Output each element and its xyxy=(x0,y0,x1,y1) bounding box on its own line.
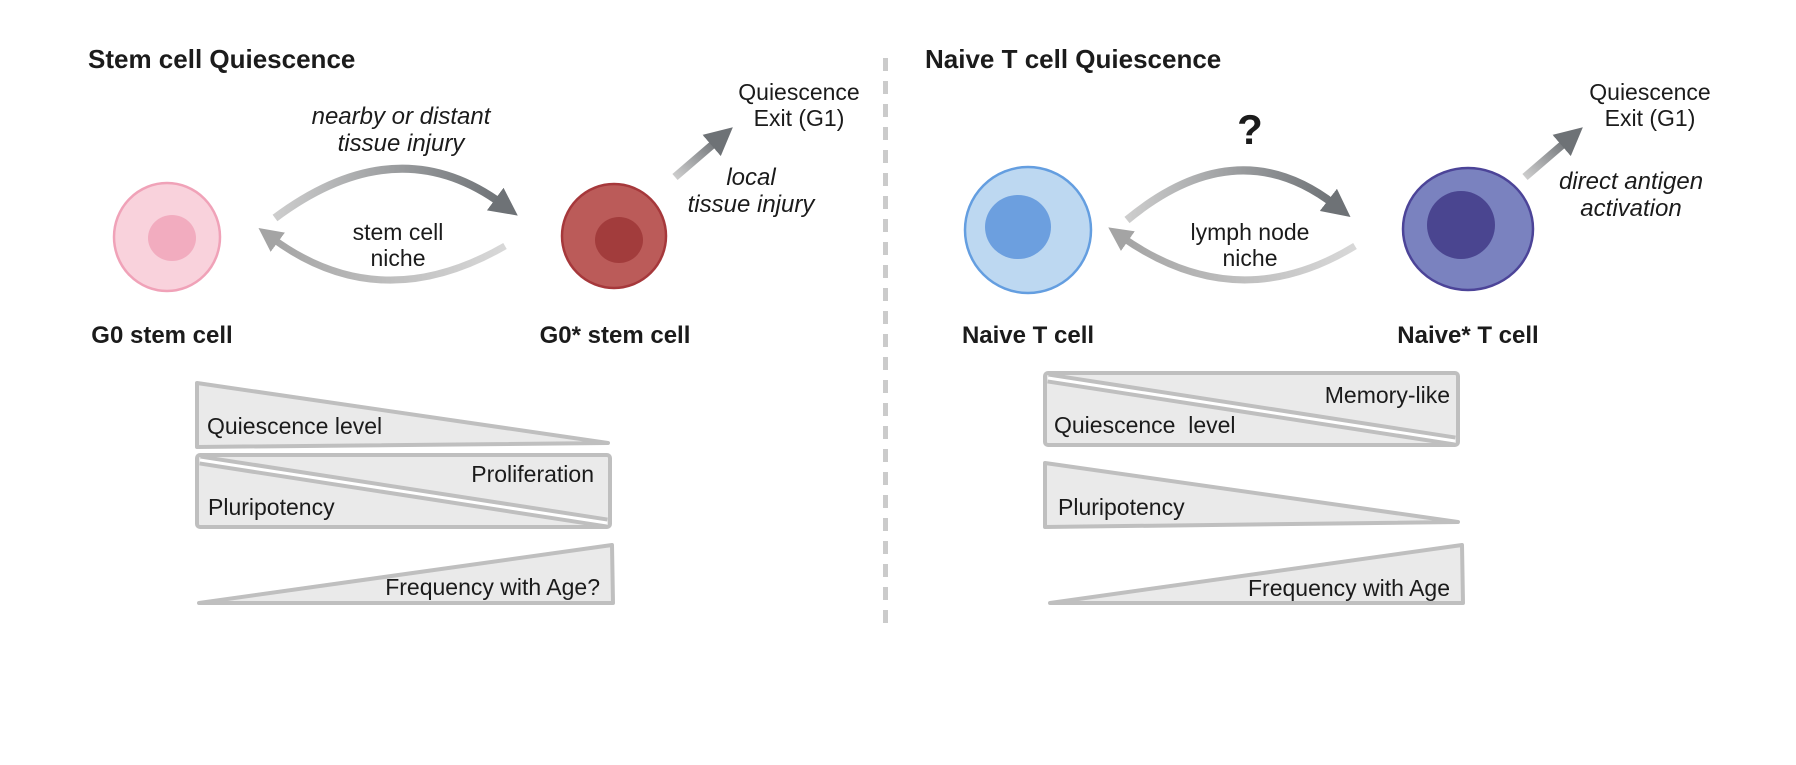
g0-stem-cell-nucleus xyxy=(148,215,196,261)
naive-forward-arrow-question-label: ? xyxy=(1237,106,1263,153)
naive-memory-like-label: Memory-like xyxy=(1324,382,1450,408)
stem-niche-label-line1: stem cell xyxy=(352,219,444,245)
g0star-stem-cell-label: G0* stem cell xyxy=(539,322,691,349)
naive-exit-trigger-line1: direct antigen xyxy=(1558,168,1704,195)
naive-t-cell-nucleus xyxy=(985,195,1051,259)
stem-quiescence-level-label: Quiescence level xyxy=(207,413,383,439)
stem-forward-label-line1: nearby or distant xyxy=(311,103,491,130)
naivestar-t-cell-label: Naive* T cell xyxy=(1397,322,1539,349)
stem-box-diagonal-gap xyxy=(199,458,608,525)
naive-niche-label-line1: lymph node xyxy=(1190,219,1310,245)
naive-exit-trigger-label: direct antigen activation xyxy=(1559,168,1703,223)
stem-forward-arrow-label: nearby or distant tissue injury xyxy=(312,103,491,158)
stem-exit-trigger-line2: tissue injury xyxy=(687,191,815,219)
naive-quiescence-exit-label: Quiescence Exit (G1) xyxy=(1589,79,1710,131)
naive-exit-arrow xyxy=(1522,127,1583,181)
stem-quiescence-exit-label: Quiescence Exit (G1) xyxy=(738,79,859,131)
naive-exit-label-line2: Exit (G1) xyxy=(1604,105,1696,132)
stem-pluripotency-label: Pluripotency xyxy=(208,494,335,520)
stem-forward-arrow xyxy=(272,164,518,222)
stem-quiescence-level-wedge xyxy=(195,381,610,449)
g0star-stem-cell-nucleus xyxy=(595,217,643,263)
stem-frequency-label: Frequency with Age? xyxy=(385,574,600,600)
naive-frequency-label: Frequency with Age xyxy=(1247,575,1450,601)
naive-t-cell-label: Naive T cell xyxy=(961,322,1095,349)
stem-return-arrow xyxy=(258,228,507,284)
naive-exit-trigger-line2: activation xyxy=(1580,195,1682,223)
naive-niche-label: lymph node niche xyxy=(1191,219,1310,271)
stem-exit-trigger-line1: local xyxy=(726,164,776,191)
naive-niche-label-line2: niche xyxy=(1222,245,1278,272)
naive-frequency-wedge xyxy=(1048,543,1465,605)
naive-pluripotency-label: Pluripotency xyxy=(1058,494,1185,520)
left-panel-title: Stem cell Quiescence xyxy=(88,44,356,74)
naive-box-diagonal-gap xyxy=(1047,376,1456,443)
naive-forward-arrow xyxy=(1124,166,1351,224)
naive-exit-label-line1: Quiescence xyxy=(1589,79,1711,105)
naive-pluripotency-wedge xyxy=(1043,461,1460,529)
stem-niche-label: stem cell niche xyxy=(353,219,444,271)
right-panel-title: Naive T cell Quiescence xyxy=(925,44,1222,74)
stem-exit-label-line2: Exit (G1) xyxy=(753,105,845,132)
stem-frequency-wedge xyxy=(197,543,615,605)
naivestar-t-cell-nucleus xyxy=(1427,191,1495,259)
stem-exit-trigger-label: local tissue injury xyxy=(688,164,815,219)
stem-niche-label-line2: niche xyxy=(370,245,426,272)
stem-exit-arrow xyxy=(672,127,733,181)
stem-forward-label-line2: tissue injury xyxy=(337,130,465,158)
g0-stem-cell-label: G0 stem cell xyxy=(91,322,233,349)
naive-quiescence-level-label: Quiescence level xyxy=(1054,412,1236,438)
stem-proliferation-label: Proliferation xyxy=(471,461,594,487)
stem-exit-label-line1: Quiescence xyxy=(738,79,860,105)
naive-return-arrow xyxy=(1108,227,1357,284)
